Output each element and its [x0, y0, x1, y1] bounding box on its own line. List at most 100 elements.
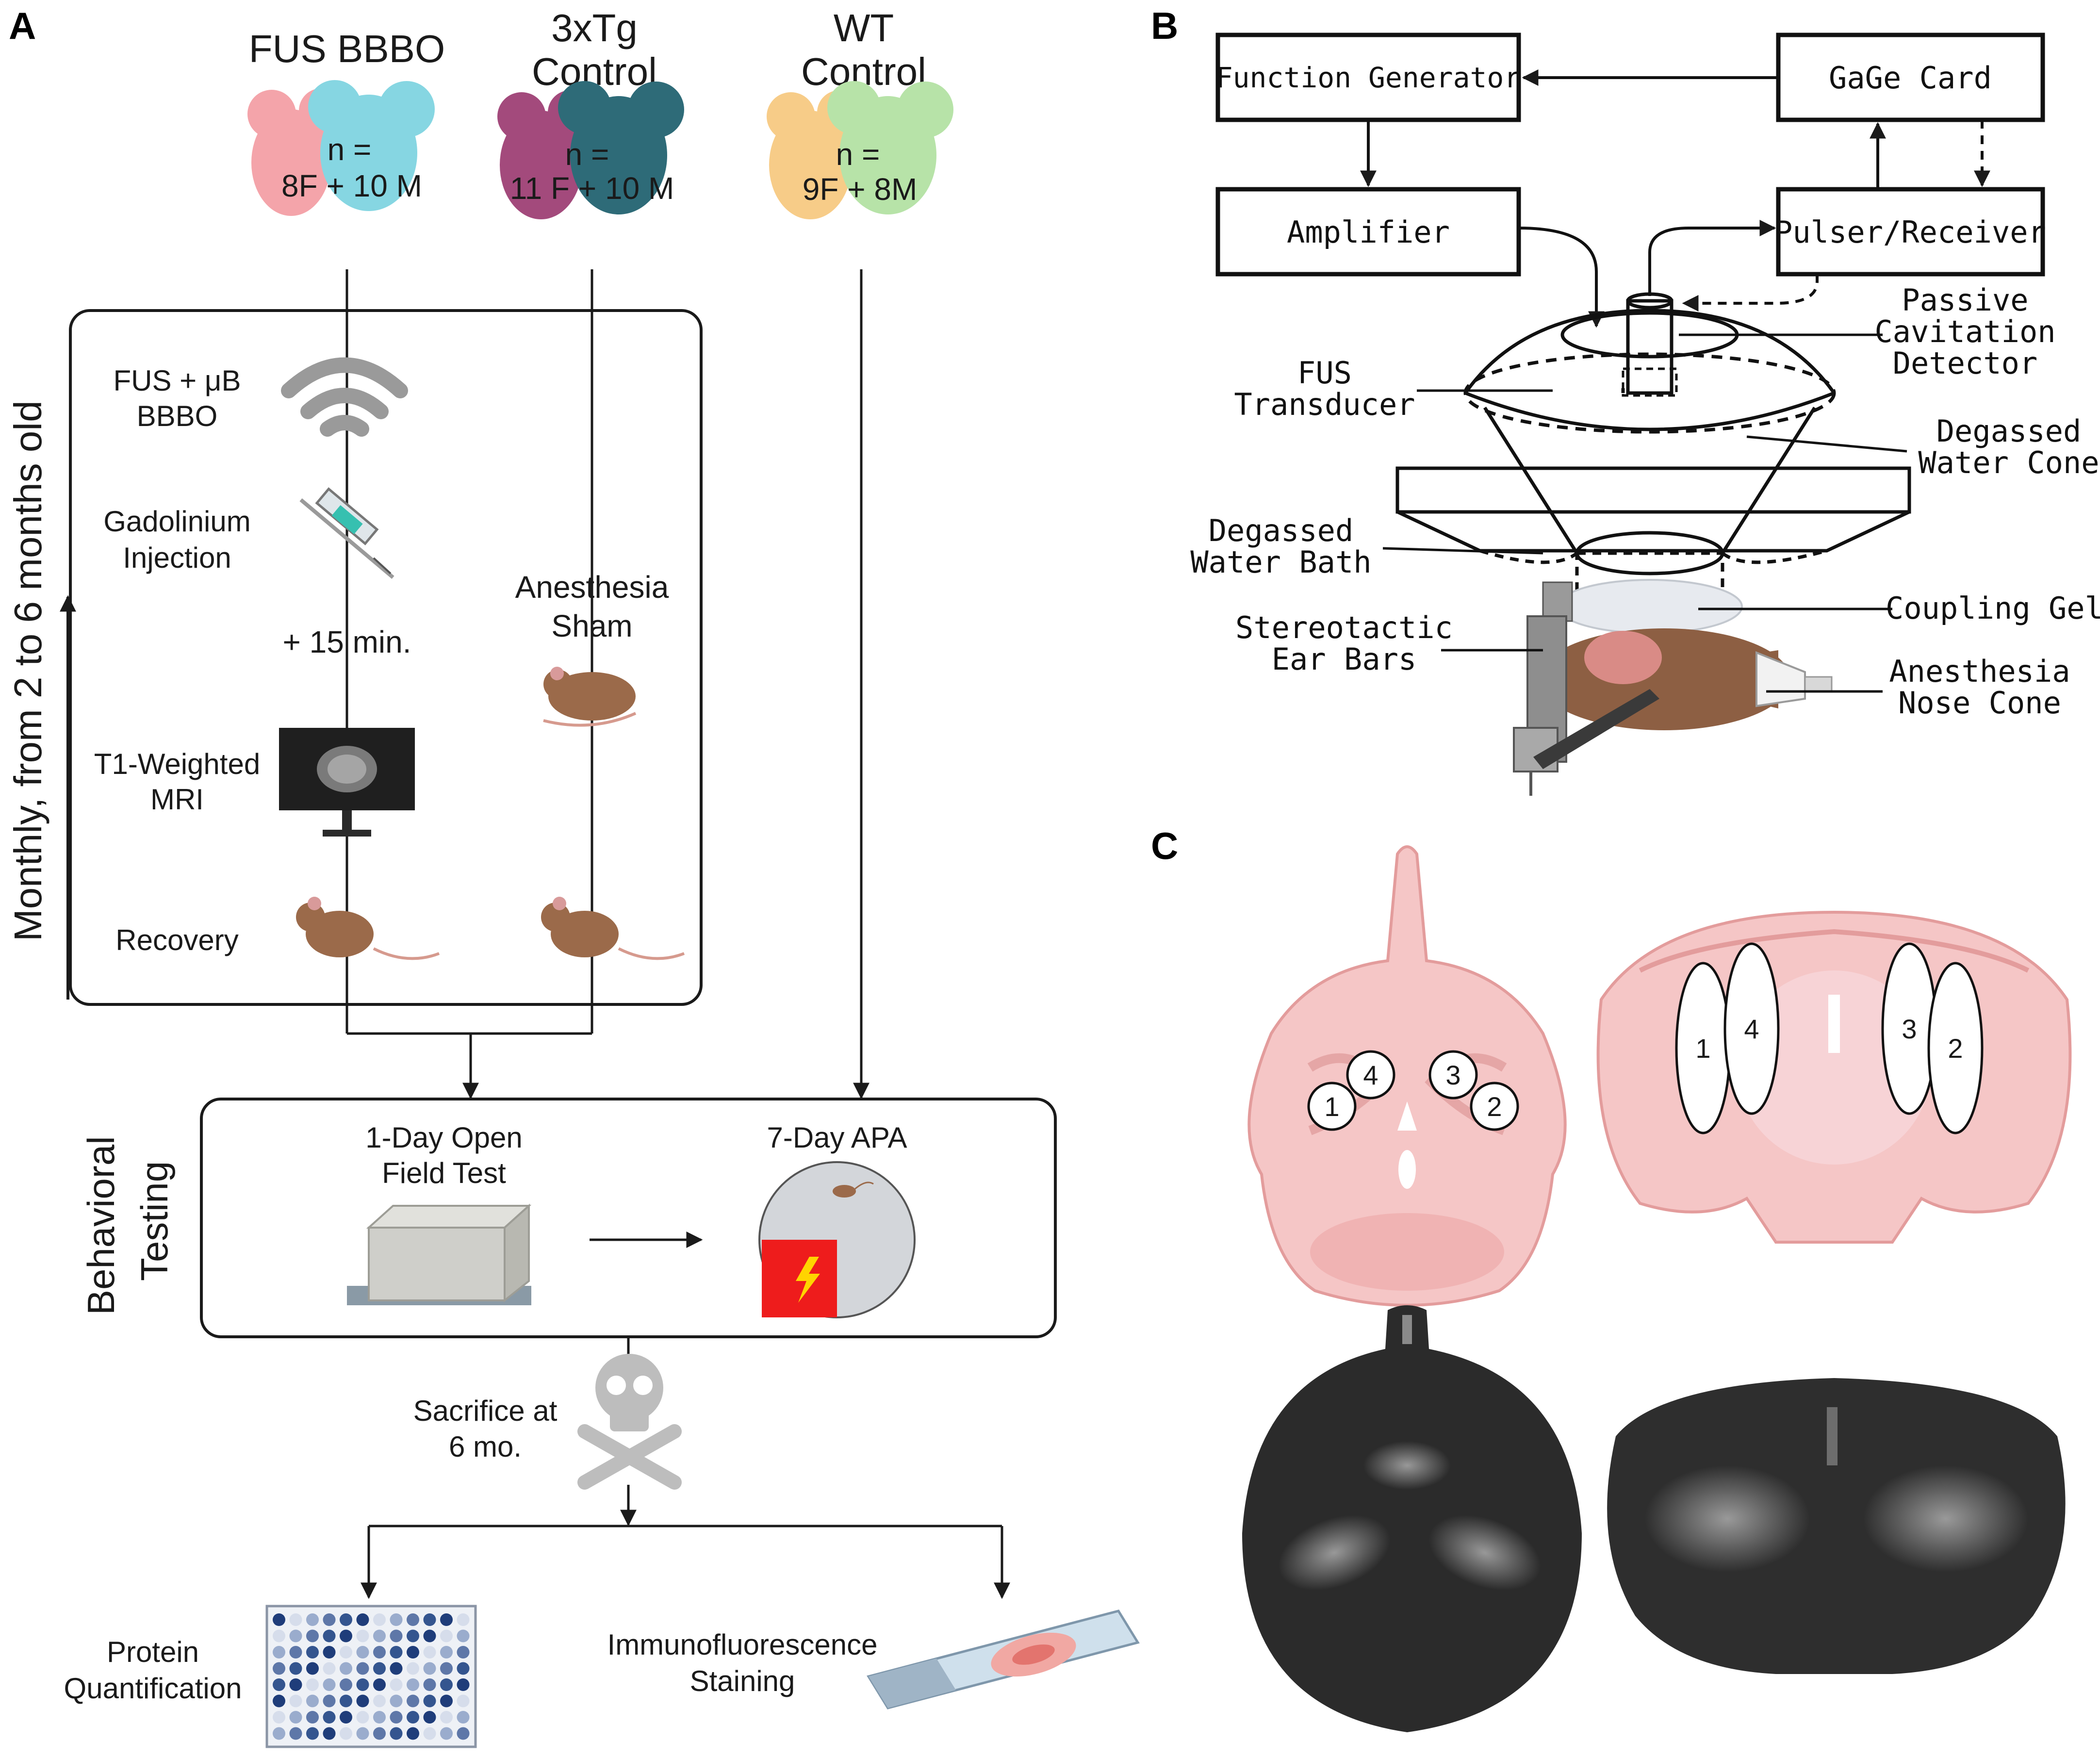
well [423, 1629, 436, 1642]
well [390, 1727, 403, 1740]
svg-text:1: 1 [1695, 1033, 1710, 1064]
well [323, 1678, 336, 1691]
well [323, 1629, 336, 1642]
well [289, 1629, 302, 1642]
ear-bars-label-2: Ear Bars [1272, 641, 1417, 677]
well [306, 1629, 319, 1642]
open-field-label-2: Field Test [382, 1157, 506, 1189]
pcd-label-3: Detector [1893, 345, 2038, 381]
well [289, 1662, 302, 1675]
stereotactic-frame-icon [1513, 581, 1659, 796]
mri-label-2: MRI [150, 783, 204, 816]
well [340, 1629, 352, 1642]
fus-step-label-1: FUS + μB [114, 364, 241, 397]
coronal-target-3: 3 [1881, 942, 1937, 1115]
svg-text:1: 1 [1324, 1091, 1339, 1122]
behavioral-testing-box [200, 1098, 1057, 1338]
well [457, 1711, 470, 1724]
immuno-label-2: Staining [690, 1665, 795, 1697]
well [356, 1662, 369, 1675]
well [423, 1613, 436, 1626]
well [457, 1629, 470, 1642]
well [323, 1662, 336, 1675]
group-n-label: n = [836, 137, 880, 172]
horizontal-brain-atlas [1247, 845, 1567, 1307]
coronal-target-4: 4 [1723, 942, 1780, 1115]
well [356, 1678, 369, 1691]
well [340, 1662, 352, 1675]
mice-pair-icon [767, 81, 953, 219]
nose-cone-label-1: Anesthesia [1889, 654, 2070, 689]
well [306, 1662, 319, 1675]
mri-horizontal-image [1242, 1305, 1582, 1732]
amplifier-box [1215, 187, 1521, 277]
water-cone-label-1: Degassed [1936, 413, 2082, 449]
well [390, 1662, 403, 1675]
svg-text:3: 3 [1445, 1060, 1460, 1090]
svg-text:2: 2 [1487, 1091, 1502, 1122]
well [440, 1727, 453, 1740]
behavioral-label-2: Testing [133, 1161, 176, 1281]
mice-pair-icon [247, 80, 435, 216]
water-bath-diagram [1395, 466, 1911, 591]
well [440, 1613, 453, 1626]
protein-label-2: Quantification [64, 1672, 242, 1705]
amplifier-label: Amplifier [1287, 214, 1450, 250]
well [273, 1727, 285, 1740]
well [407, 1727, 419, 1740]
coupling-gel-icon [1557, 579, 1743, 634]
mice-pair-icon [497, 81, 684, 219]
well [423, 1727, 436, 1740]
water-bath-label-1: Degassed [1209, 513, 1354, 548]
well [373, 1662, 386, 1675]
panel-label-b: B [1151, 4, 1178, 47]
mri-coronal-image [1607, 1378, 2066, 1674]
well-plate-icon [265, 1605, 477, 1748]
well [457, 1646, 470, 1658]
panel-a: FUS BBBO n = 8F + 10 M 3xTg Control [6, 6, 1140, 1748]
well [340, 1678, 352, 1691]
fus-transducer-label-2: Transducer [1234, 387, 1415, 422]
sham-label-1: Anesthesia [515, 570, 669, 605]
well [289, 1613, 302, 1626]
well [390, 1613, 403, 1626]
well [306, 1727, 319, 1740]
fus-transducer-label-1: FUS [1297, 355, 1352, 391]
well [340, 1694, 352, 1708]
well [423, 1646, 436, 1658]
svg-text:2: 2 [1948, 1033, 1963, 1064]
well [273, 1613, 285, 1626]
monthly-procedure-box [69, 309, 703, 1006]
well [407, 1711, 419, 1724]
well [440, 1694, 453, 1708]
horizontal-target-3: 3 [1428, 1050, 1478, 1100]
group-n-value: 11 F + 10 M [510, 171, 674, 206]
well [306, 1711, 319, 1724]
panel-c: 1 4 3 2 1 4 3 [1242, 845, 2072, 1732]
gadolinium-label-1: Gadolinium [103, 505, 251, 538]
well [323, 1613, 336, 1626]
sacrifice-label-2: 6 mo. [449, 1430, 522, 1463]
mouse-icon [541, 897, 685, 960]
well [340, 1711, 352, 1724]
group-n-label: n = [328, 132, 372, 167]
open-field-label-1: 1-Day Open [365, 1121, 523, 1154]
panel-label-c: C [1151, 824, 1178, 867]
well [440, 1646, 453, 1658]
group-n-label: n = [565, 137, 609, 172]
well [423, 1711, 436, 1724]
well [323, 1727, 336, 1740]
well [373, 1646, 386, 1658]
well [407, 1629, 419, 1642]
well [407, 1613, 419, 1626]
horizontal-target-2: 2 [1470, 1082, 1519, 1131]
microscope-slide-icon [867, 1609, 1140, 1709]
well [340, 1613, 352, 1626]
well [373, 1629, 386, 1642]
well [373, 1613, 386, 1626]
well [340, 1646, 352, 1658]
water-cone-label-2: Water Cone [1918, 445, 2099, 480]
horizontal-target-1: 1 [1307, 1082, 1357, 1131]
well [356, 1646, 369, 1658]
well [373, 1678, 386, 1691]
